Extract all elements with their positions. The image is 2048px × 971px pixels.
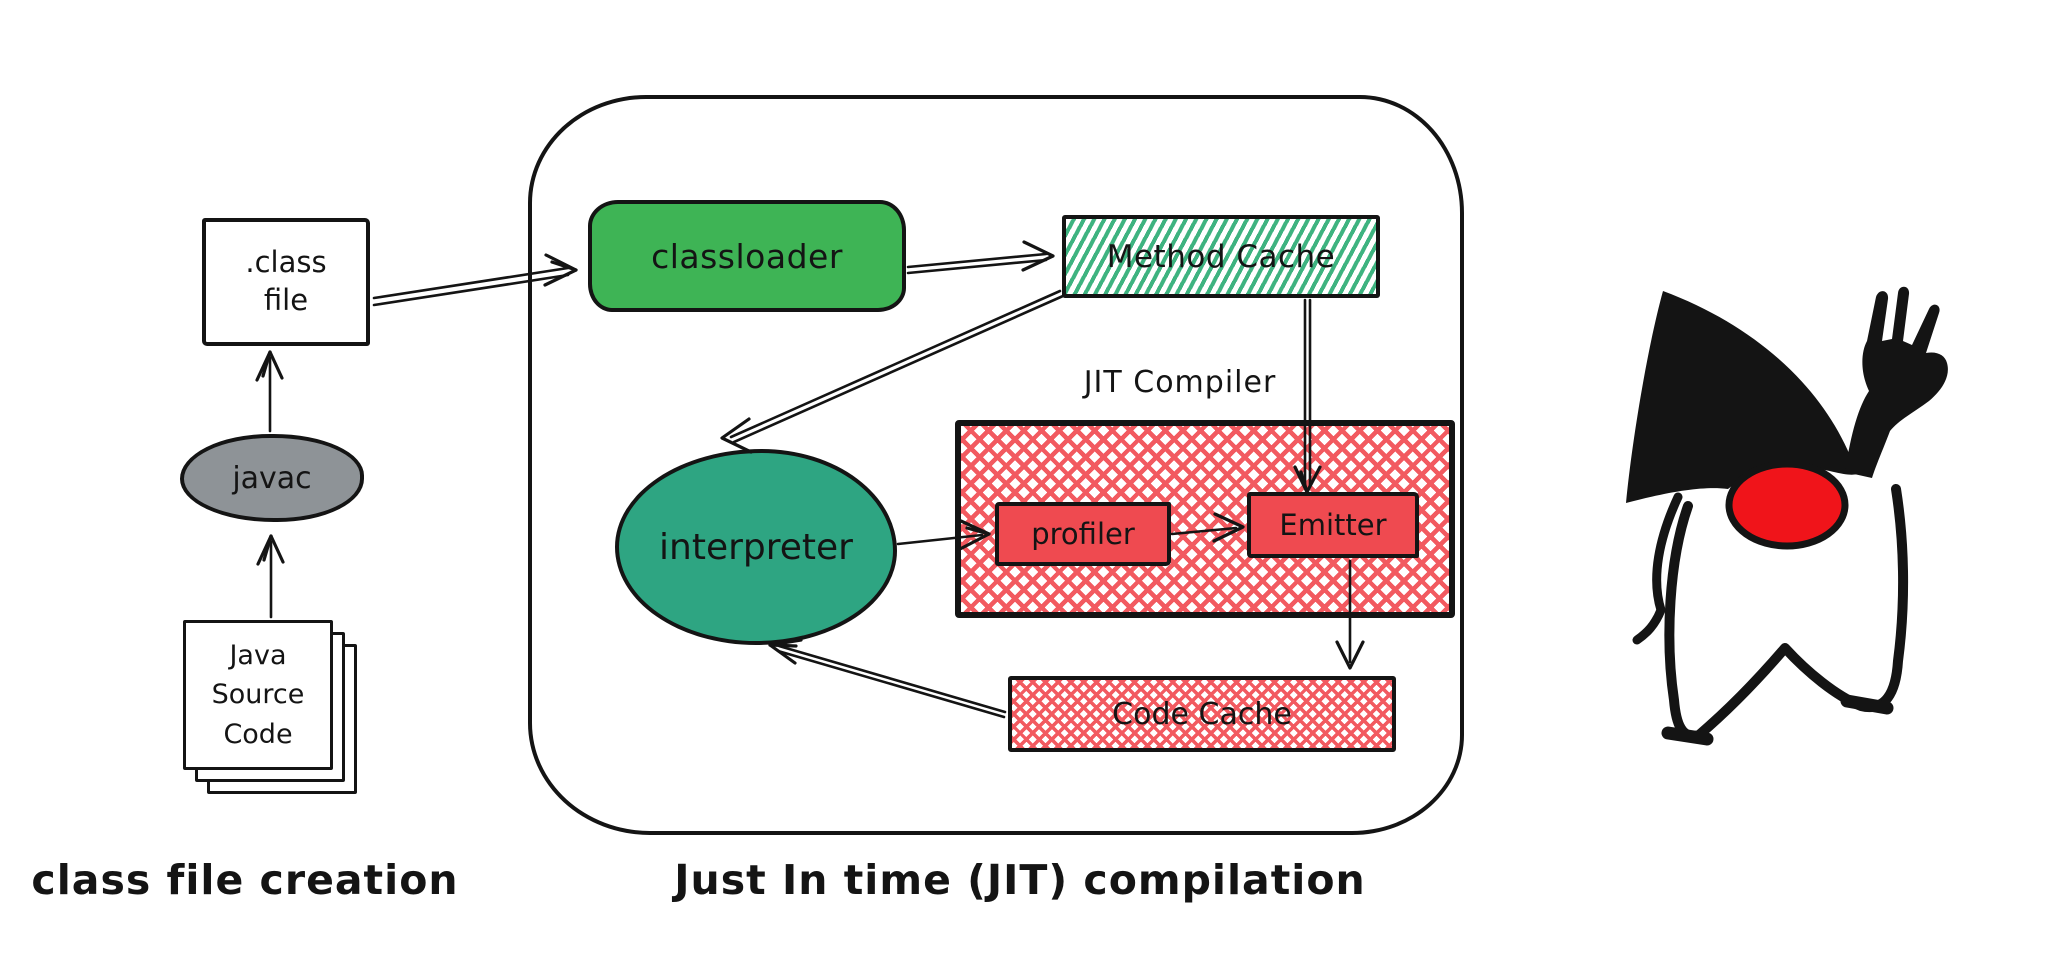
code-cache-node: Code Cache [1008, 676, 1396, 752]
javac-label: javac [232, 460, 312, 496]
class-file-line1: .class [245, 245, 327, 280]
caption-jit-compilation: Just In time (JIT) compilation [674, 856, 1366, 904]
java-duke-mascot [1626, 286, 1948, 746]
method-cache-node: Method Cache [1062, 215, 1380, 298]
jit-compiler-label: JIT Compiler [1083, 364, 1277, 400]
javac-node: javac [180, 434, 364, 522]
method-cache-label: Method Cache [1106, 238, 1336, 275]
arrow-source-to-javac [256, 534, 285, 619]
arrow-javac-to-classfile [255, 350, 284, 433]
profiler-label: profiler [1031, 517, 1135, 551]
class-file-line2: file [263, 283, 309, 317]
java-source-code-node: Java Source Code [183, 620, 333, 770]
classloader-node: classloader [588, 200, 906, 312]
source-line1: Java [229, 640, 287, 672]
profiler-node: profiler [995, 502, 1171, 566]
interpreter-label: interpreter [659, 526, 853, 568]
code-cache-label: Code Cache [1112, 696, 1292, 732]
interpreter-node: interpreter [615, 449, 897, 645]
jit-section-container [528, 95, 1464, 835]
caption-class-file-creation: class file creation [31, 856, 459, 904]
class-file-node: .class file [202, 218, 370, 346]
emitter-label: Emitter [1279, 508, 1387, 542]
classloader-label: classloader [651, 236, 843, 276]
emitter-node: Emitter [1247, 492, 1419, 558]
source-line2: Source [211, 679, 305, 711]
source-line3: Code [223, 718, 293, 750]
